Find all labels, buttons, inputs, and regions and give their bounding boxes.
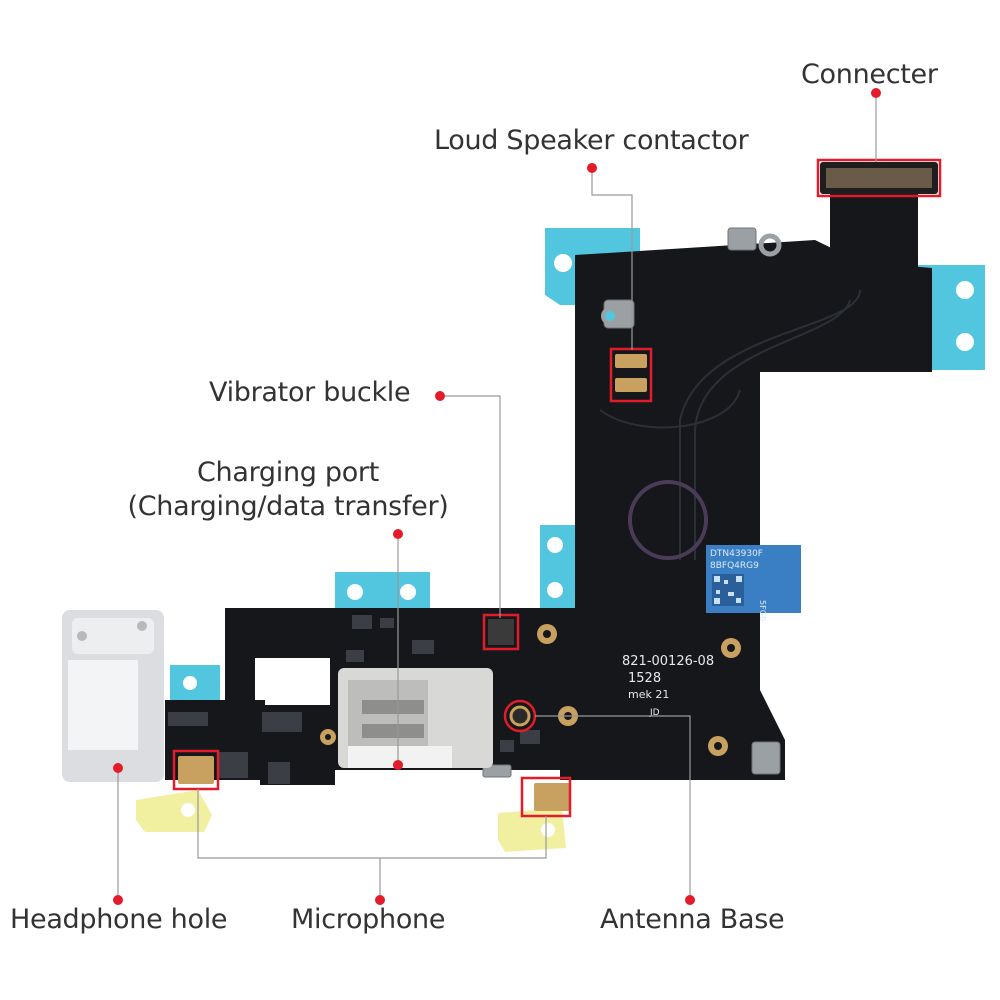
- label-vibrator: Vibrator buckle: [209, 377, 411, 408]
- leader-vibrator: [440, 395, 501, 618]
- leader-loud-speaker: [591, 168, 633, 350]
- dot-microphone: [375, 895, 385, 905]
- tab-hole: [400, 584, 416, 600]
- tab-hole: [541, 823, 555, 837]
- trace: [679, 289, 861, 560]
- sticker-line2: 8BFQ4RG9: [710, 561, 759, 571]
- leader-antenna: [535, 715, 691, 900]
- bracket: [751, 741, 781, 775]
- yellow-tab-right: [498, 808, 566, 852]
- pcb-part-number: 821-00126-08: [622, 654, 714, 669]
- charging-port: [338, 668, 493, 768]
- label-charging-port-line1: Charging port: [196, 457, 380, 488]
- tab-holes: [183, 254, 974, 690]
- dot-vibrator: [435, 391, 445, 401]
- label-microphone: Microphone: [291, 904, 446, 935]
- screw-pads: [320, 624, 741, 756]
- dot-charging-top: [393, 529, 403, 539]
- jack-side: [68, 660, 138, 750]
- pcb-silkscreen: 821-00126-08 1528 mek 21 JD: [622, 654, 714, 718]
- pcb-upper-panel: [575, 240, 932, 378]
- label-antenna: Antenna Base: [600, 904, 785, 935]
- metal-brackets: [482, 227, 782, 778]
- bracket-ring: [758, 233, 782, 257]
- dot-charging-port: [393, 760, 403, 770]
- speaker-pad: [615, 354, 647, 368]
- connector-highlight: [816, 158, 942, 198]
- connector-pins: [826, 168, 932, 188]
- jack-top: [72, 618, 154, 654]
- tab-hole: [547, 582, 563, 598]
- vibrator-ring: [628, 480, 708, 560]
- leader-lines: [117, 93, 877, 900]
- trace: [599, 389, 741, 429]
- blue-tab-port: [335, 572, 430, 612]
- bracket: [482, 764, 512, 778]
- tab-hole: [181, 803, 195, 817]
- red-dots: [113, 88, 881, 905]
- dot-connecter: [871, 88, 881, 98]
- bracket-ring: [601, 307, 619, 325]
- port-face: [348, 680, 428, 758]
- pcb-traces: [599, 289, 861, 560]
- label-headphone: Headphone hole: [10, 904, 228, 935]
- barcode-sticker: DTN43930F 8BFQ4RG9 5FGB: [706, 545, 801, 621]
- label-charging-port: Charging port (Charging/data transfer): [112, 456, 464, 524]
- tab-hole: [956, 281, 974, 299]
- qr-pattern: [714, 576, 742, 604]
- vibrator-highlight: [482, 613, 520, 651]
- jack-hole: [137, 621, 147, 631]
- headphone-jack: [62, 610, 164, 782]
- pcb-initials: JD: [649, 708, 660, 718]
- yellow-tab-left: [136, 790, 212, 832]
- tab-hole: [183, 676, 197, 690]
- connector-head: [816, 158, 942, 198]
- vibrator-chip: [482, 613, 520, 651]
- speaker-contacts: [609, 347, 653, 403]
- pcb-port-band: [225, 608, 575, 658]
- dot-antenna: [685, 895, 695, 905]
- mic-left-highlight: [172, 749, 220, 791]
- port-slot: [362, 700, 424, 714]
- tab-hole: [554, 254, 572, 272]
- pcb-lower-right: [560, 610, 785, 780]
- dot-headphone-label: [113, 895, 123, 905]
- port-lower: [348, 746, 452, 768]
- speaker-pad: [615, 378, 647, 392]
- pcb-left-link: [225, 640, 255, 710]
- speaker-highlight: [609, 347, 653, 403]
- label-charging-port-line2: (Charging/data transfer): [127, 491, 449, 522]
- label-loud-speaker: Loud Speaker contactor: [434, 125, 749, 156]
- small-components: [168, 615, 540, 784]
- vibrator-component: [488, 619, 514, 645]
- label-connecter: Connecter: [801, 59, 938, 90]
- antenna-base: [503, 699, 537, 733]
- sticker-line1: DTN43930F: [710, 549, 763, 559]
- bracket: [727, 227, 757, 251]
- mic-left: [178, 756, 214, 784]
- yellow-tabs: [136, 790, 566, 852]
- tab-hole: [956, 333, 974, 351]
- tab-hole: [547, 537, 563, 553]
- dot-headphone-jack: [113, 763, 123, 773]
- trace: [694, 299, 851, 560]
- yellow-tab-holes: [181, 803, 555, 837]
- port-slot: [362, 724, 424, 738]
- leader-microphone: [197, 789, 547, 859]
- pcb-date-code: 1528: [628, 671, 661, 686]
- antenna-connector: [509, 705, 531, 727]
- jack-hole: [77, 631, 87, 641]
- dot-loud-speaker: [587, 163, 597, 173]
- sticker-side: 5FGB: [758, 600, 767, 621]
- mic-right: [534, 783, 570, 811]
- tab-hole: [347, 584, 363, 600]
- pcb-revision: mek 21: [628, 688, 669, 701]
